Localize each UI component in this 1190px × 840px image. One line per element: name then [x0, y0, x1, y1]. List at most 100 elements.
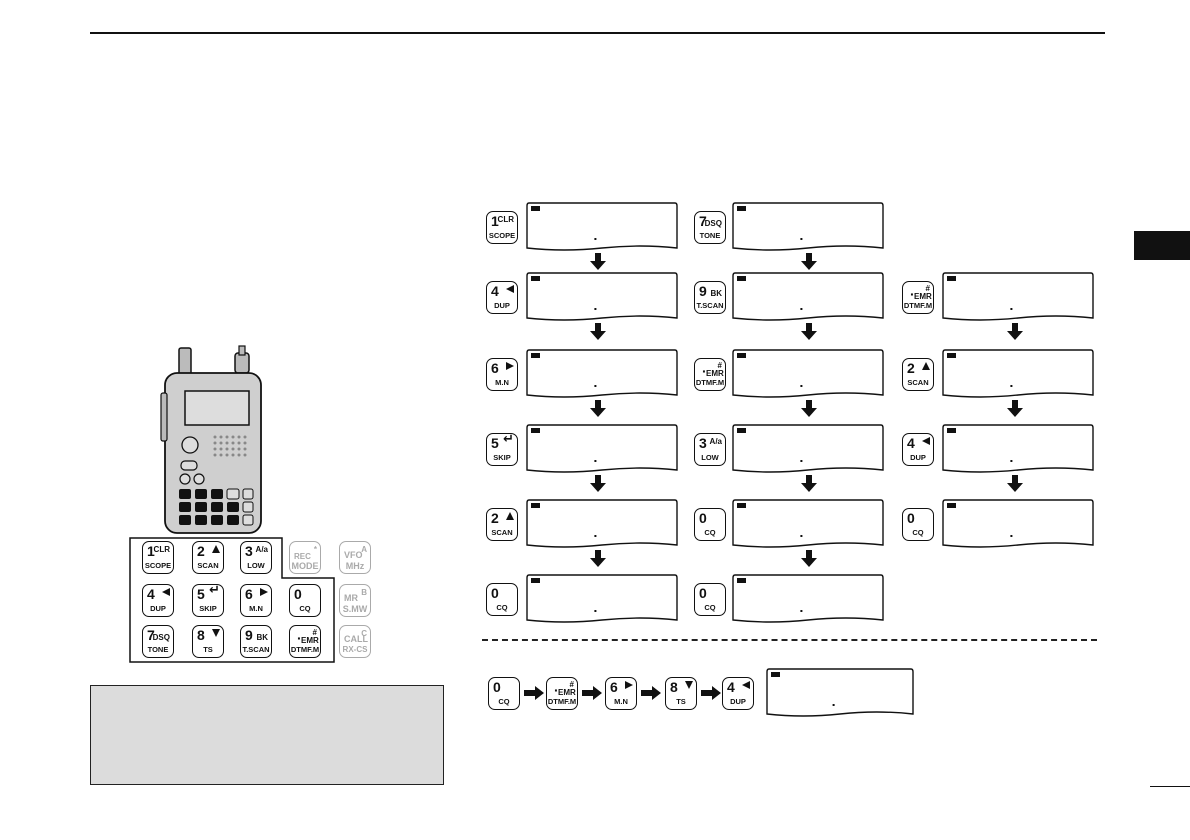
key-symbol-icon: [922, 362, 930, 372]
key-main-label: 2: [907, 360, 915, 376]
lcd-display: [732, 424, 884, 474]
right-arrow-icon: [524, 686, 544, 700]
battery-indicator-icon: [531, 276, 540, 281]
decimal-point: [1010, 460, 1013, 462]
key-sub-label: TONE: [147, 645, 169, 654]
lcd-display: [766, 668, 914, 718]
key-sub-label: DTMF.M: [695, 378, 725, 387]
down-arrow-icon: [1006, 400, 1024, 418]
key-sub-label: CQ: [299, 604, 311, 613]
key-sub-label: M.N: [495, 378, 509, 387]
key-main-label: 0: [699, 585, 707, 601]
key-sub-label: RX-CS: [342, 645, 368, 654]
lcd-frame: [732, 424, 884, 473]
key-sup-label: C: [361, 629, 367, 638]
lcd-frame: [942, 424, 1094, 473]
lcd-frame: [766, 668, 914, 717]
key-main-label: CALL: [344, 634, 368, 644]
lcd-display: [732, 272, 884, 322]
key-main-label: ·: [297, 630, 302, 646]
key-sub-label: DUP: [494, 301, 510, 310]
lcd-frame: [732, 349, 884, 398]
lcd-frame: [942, 499, 1094, 548]
battery-indicator-icon: [947, 503, 956, 508]
key-sub-label: SCOPE: [144, 561, 172, 570]
key-main-label: VFO: [344, 550, 363, 560]
key-sub-label: T.SCAN: [696, 301, 724, 310]
note-box: [90, 685, 444, 785]
key-sub-label: CQ: [912, 528, 924, 537]
lcd-display: [526, 349, 678, 399]
key-main-label: 3: [699, 435, 707, 451]
key-main-label: 7: [699, 213, 707, 229]
lcd-frame: [526, 499, 678, 548]
lcd-frame: [942, 272, 1094, 321]
key-5-skip[interactable]: 5↵SKIP: [192, 583, 224, 617]
down-arrow-icon: [589, 400, 607, 418]
down-arrow-icon: [800, 253, 818, 271]
lcd-display: [526, 272, 678, 322]
key-sup-label: BK: [256, 633, 268, 642]
decimal-point: [832, 704, 835, 706]
key-rec-mode[interactable]: REC*MODE: [289, 541, 321, 574]
key-sup-label: # EMR: [558, 680, 576, 697]
decimal-point: [800, 460, 803, 462]
lcd-display: [526, 202, 678, 252]
key-sub-label: LOW: [701, 453, 719, 462]
key-main-label: 4: [147, 586, 155, 602]
lcd-frame: [942, 349, 1094, 398]
key-main-label: 4: [727, 679, 735, 695]
key-sub-label: CQ: [498, 697, 510, 706]
battery-indicator-icon: [947, 428, 956, 433]
lcd-frame: [526, 202, 678, 251]
lcd-display: [732, 574, 884, 624]
down-arrow-icon: [1006, 475, 1024, 493]
key-main-label: 9: [245, 627, 253, 643]
down-arrow-icon: [800, 400, 818, 418]
battery-indicator-icon: [737, 206, 746, 211]
decimal-point: [594, 308, 597, 310]
key-sub-label: SCAN: [907, 378, 929, 387]
key-main-label: ·: [910, 286, 915, 302]
key-main-label: 3: [245, 543, 253, 559]
key-sub-label: DTMF.M: [903, 301, 933, 310]
lcd-display: [942, 424, 1094, 474]
key-main-label: 9: [699, 283, 707, 299]
key-sub-label: SKIP: [199, 604, 217, 613]
decimal-point: [800, 535, 803, 537]
lcd-display: [732, 349, 884, 399]
down-arrow-icon: [800, 550, 818, 568]
key-sub-label: S.MW: [342, 604, 368, 614]
key-sup-label: B: [361, 588, 367, 597]
lcd-display: [732, 202, 884, 252]
battery-indicator-icon: [531, 503, 540, 508]
key-main-label: MR: [344, 593, 358, 603]
decimal-point: [1010, 385, 1013, 387]
key-symbol-icon: ↵: [503, 431, 514, 446]
down-arrow-icon: [1006, 323, 1024, 341]
key-sup-label: A/a: [255, 545, 268, 554]
key-sup-label: BK: [710, 289, 722, 298]
key-sub-label: DTMF.M: [547, 697, 577, 706]
section-tab: [1134, 231, 1190, 260]
key-sub-label: T.SCAN: [242, 645, 270, 654]
